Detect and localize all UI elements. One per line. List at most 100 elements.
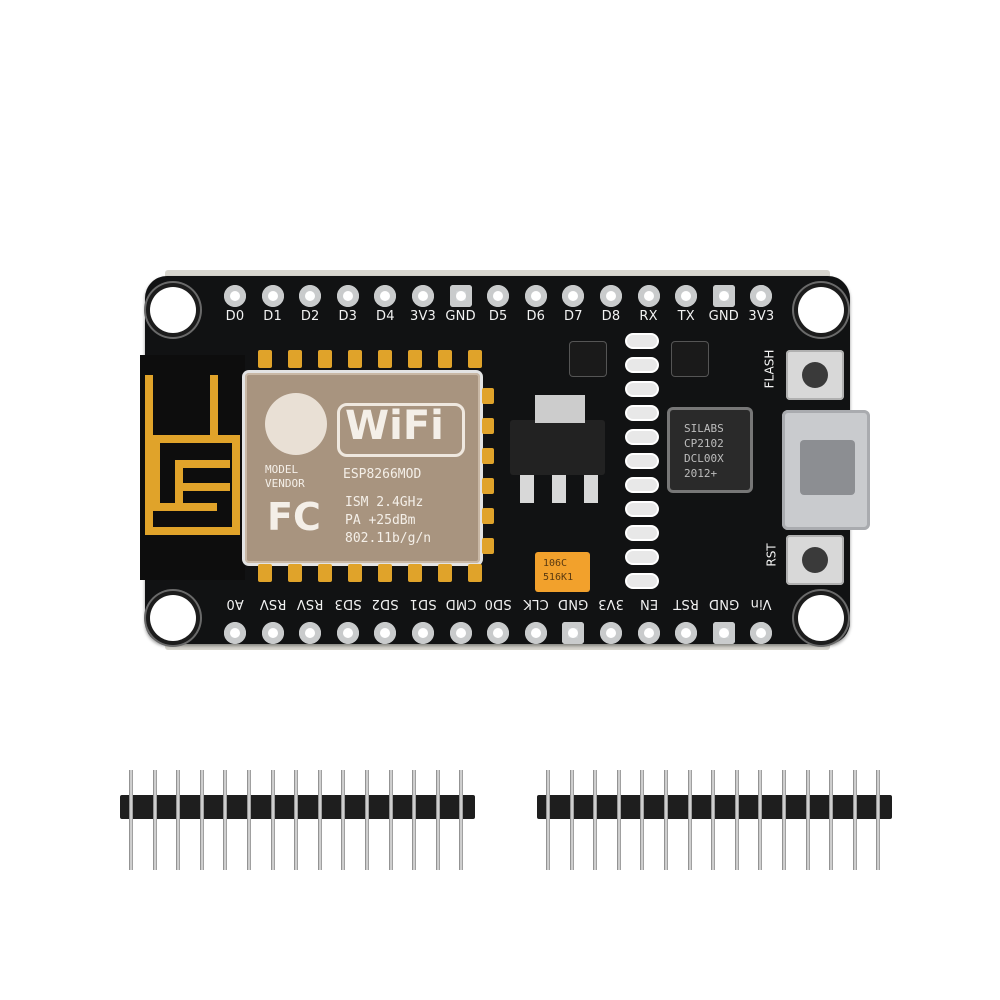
smd-resistor bbox=[625, 525, 659, 541]
module-pad bbox=[438, 564, 452, 582]
bottom-pin-label: SD3 bbox=[334, 596, 362, 611]
top-pin-pad bbox=[449, 285, 472, 307]
chip-date: 2012+ bbox=[684, 467, 718, 480]
header-pin bbox=[412, 770, 417, 870]
board-edge-top bbox=[165, 270, 830, 280]
micro-usb-port[interactable] bbox=[782, 410, 870, 530]
top-pin-pad bbox=[712, 285, 735, 307]
header-pin bbox=[734, 770, 739, 870]
model-label: MODEL bbox=[265, 463, 299, 476]
top-pin-label: D7 bbox=[564, 309, 583, 324]
header-pin bbox=[199, 770, 204, 870]
module-pad bbox=[318, 350, 332, 368]
spec-wifi: 802.11b/g/n bbox=[345, 531, 432, 546]
smd-resistor bbox=[625, 405, 659, 421]
module-pad bbox=[482, 508, 494, 524]
header-pin bbox=[270, 770, 275, 870]
bottom-pin-label: RST bbox=[673, 596, 700, 611]
fc-mark: FC bbox=[267, 495, 321, 539]
top-pin-pad bbox=[412, 285, 434, 307]
module-pad bbox=[348, 564, 362, 582]
module-pad bbox=[318, 564, 332, 582]
module-pad bbox=[288, 350, 302, 368]
bottom-pin-pad bbox=[224, 622, 246, 644]
mounting-hole-bottom-right bbox=[798, 595, 844, 641]
header-pin bbox=[852, 770, 857, 870]
regulator-leg bbox=[584, 475, 598, 503]
bottom-pin-label: SD0 bbox=[484, 596, 512, 611]
capacitor-batch: 516K1 bbox=[543, 572, 574, 583]
top-pin-pad bbox=[336, 285, 359, 307]
module-pad bbox=[482, 538, 494, 554]
top-pin-label: D4 bbox=[376, 309, 395, 324]
bottom-pin-pad bbox=[562, 622, 585, 644]
reset-button[interactable] bbox=[786, 535, 844, 585]
top-pin-pad bbox=[675, 285, 698, 307]
spec-pa: PA +25dBm bbox=[345, 513, 416, 528]
board-edge-bottom bbox=[165, 640, 830, 650]
spec-ism: ISM 2.4GHz bbox=[345, 495, 424, 510]
transistor bbox=[672, 342, 708, 376]
bottom-pin-label: CMD bbox=[445, 596, 477, 611]
bottom-pin-pad bbox=[336, 622, 359, 644]
top-pin-label: 3V3 bbox=[748, 309, 775, 324]
module-pad bbox=[378, 564, 392, 582]
regulator-leg bbox=[520, 475, 534, 503]
capacitor-code: 106C bbox=[543, 558, 568, 569]
module-pad bbox=[482, 418, 494, 434]
tantalum-capacitor: 106C 516K1 bbox=[535, 552, 590, 592]
header-pin bbox=[435, 770, 440, 870]
top-pin-pad bbox=[524, 285, 547, 307]
top-pin-label: D8 bbox=[601, 309, 621, 324]
mounting-hole-bottom-left bbox=[150, 595, 196, 641]
bottom-pin-pad bbox=[374, 622, 397, 644]
module-pad bbox=[482, 388, 494, 404]
regulator-tab bbox=[535, 395, 585, 423]
bottom-pin-pad bbox=[750, 622, 773, 644]
bottom-pin-label: RSV bbox=[259, 596, 286, 611]
smd-resistor bbox=[625, 381, 659, 397]
header-pin bbox=[640, 770, 645, 870]
smd-resistor bbox=[625, 357, 659, 373]
top-pin-pad bbox=[374, 285, 397, 307]
usb-serial-chip: SILABS CP2102 DCL00X 2012+ bbox=[670, 410, 750, 490]
header-pin bbox=[223, 770, 228, 870]
chip-name: ESP8266MOD bbox=[343, 467, 422, 482]
header-pin bbox=[129, 770, 133, 870]
header-pin bbox=[593, 770, 598, 870]
bottom-pin-label: A0 bbox=[226, 596, 244, 611]
module-pad bbox=[408, 564, 422, 582]
module-pad bbox=[378, 350, 392, 368]
espressif-logo-icon bbox=[265, 393, 327, 455]
bottom-pin-pad bbox=[449, 622, 472, 644]
flash-button[interactable] bbox=[786, 350, 844, 400]
top-pin-label: GND bbox=[445, 309, 476, 324]
bottom-pin-label: SD2 bbox=[371, 596, 399, 611]
smd-resistor bbox=[625, 453, 659, 469]
bottom-pin-label: RSV bbox=[296, 596, 324, 611]
top-pin-pad bbox=[299, 285, 322, 307]
bottom-pin-label: CLK bbox=[523, 596, 549, 611]
bottom-pin-pad bbox=[524, 622, 547, 644]
esp8266-module: WiFi MODEL VENDOR ESP8266MOD FC ISM 2.4G… bbox=[245, 373, 480, 563]
smd-resistor bbox=[625, 501, 659, 517]
bottom-pin-pad bbox=[600, 622, 622, 644]
top-pin-pad bbox=[562, 285, 585, 307]
module-pad bbox=[258, 350, 272, 368]
bottom-pin-label: 3V3 bbox=[597, 596, 625, 611]
header-pin bbox=[546, 770, 550, 870]
bottom-pin-label: SD1 bbox=[409, 596, 437, 611]
bottom-pin-label: GND bbox=[558, 596, 589, 611]
bottom-pin-pad bbox=[261, 622, 284, 644]
smd-resistor bbox=[625, 429, 659, 445]
bottom-pin-pad bbox=[299, 622, 322, 644]
top-pin-label: D1 bbox=[263, 309, 282, 324]
module-pad bbox=[288, 564, 302, 582]
smd-resistor bbox=[625, 477, 659, 493]
wifi-badge bbox=[337, 403, 465, 457]
mounting-hole-top-left bbox=[150, 287, 196, 333]
top-pin-label: D5 bbox=[488, 309, 508, 324]
smd-resistor bbox=[625, 549, 659, 565]
module-pad bbox=[348, 350, 362, 368]
